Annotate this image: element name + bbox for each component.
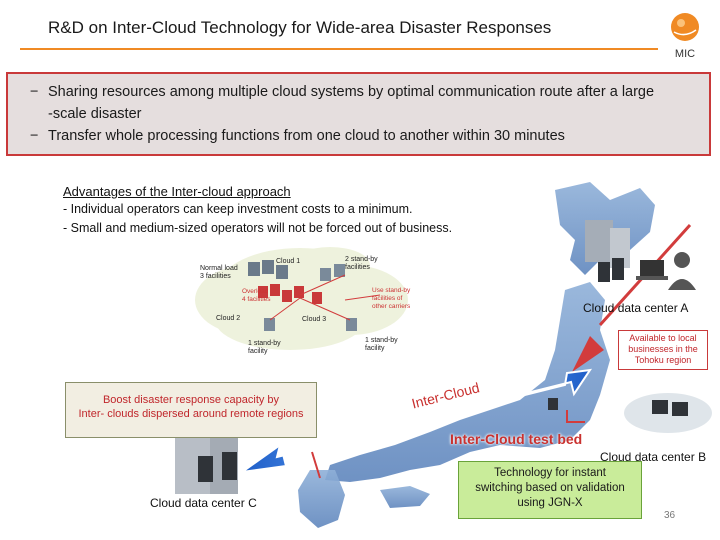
local-businesses-text: Available to local businesses in the Toh…	[618, 333, 708, 366]
tech-line3: using JGN-X	[517, 497, 583, 509]
honshu-shape	[325, 282, 610, 482]
title-underline-end	[648, 48, 658, 50]
page-title: R&D on Inter-Cloud Technology for Wide-a…	[48, 18, 552, 37]
summary-bullet-1-line2: -scale disaster	[48, 106, 142, 122]
diagram-servers	[248, 260, 357, 331]
cloud-1-label: Cloud 1	[276, 258, 301, 265]
red-line-b	[566, 410, 585, 423]
standby-left-label: 1 stand-by facility	[248, 340, 281, 356]
boost-line2: Inter- clouds dispersed around remote re…	[78, 408, 304, 420]
shikoku-shape	[380, 486, 430, 508]
standby-top-label: 2 stand-by facilities	[345, 256, 378, 272]
page-number: 36	[664, 510, 676, 521]
use-standby-label: Use stand-by facilities of other carrier…	[372, 287, 410, 311]
normal-load-line1: Normal load	[200, 265, 238, 272]
summary-bullet-2-text: Transfer whole processing functions from…	[48, 128, 565, 144]
local-line3: Tohoku region	[634, 355, 692, 365]
standby-right-label: 1 stand-by facility	[365, 337, 398, 353]
use-standby-line3: other carriers	[372, 303, 411, 310]
bullet-dash: −	[30, 84, 39, 100]
boost-line1: Boost disaster response capacity by	[102, 394, 280, 406]
summary-box	[6, 72, 711, 156]
normal-load-label: Normal load 3 facilities	[200, 265, 238, 281]
standby-top-line2: facilities	[345, 264, 370, 271]
local-line1: Available to local	[629, 333, 697, 343]
local-line2: businesses in the	[628, 344, 698, 354]
standby-left-line1: 1 stand-by	[248, 340, 281, 347]
advantages-title: Advantages of the Inter-cloud approach	[63, 184, 291, 199]
summary-bullet-2: − Transfer whole processing functions fr…	[30, 126, 565, 147]
kyushu-shape	[298, 470, 345, 528]
data-center-b-label: Cloud data center B	[600, 450, 707, 464]
standby-top-line1: 2 stand-by	[345, 256, 378, 263]
bullet-dash: −	[30, 128, 39, 144]
mic-logo: MIC	[671, 13, 699, 60]
boost-callout-text: Boost disaster response capacity by Inte…	[65, 393, 317, 421]
tech-line1: Technology for instant	[494, 467, 606, 479]
tech-line2: switching based on validation	[475, 482, 625, 494]
data-center-a-illustration	[585, 220, 696, 290]
cloud-2-label: Cloud 2	[216, 315, 241, 322]
local-businesses-box	[618, 330, 708, 370]
data-center-c-illustration	[175, 432, 238, 494]
overload-line1: Overload	[242, 288, 269, 295]
normal-load-line2: 3 facilities	[200, 273, 231, 280]
technology-text: Technology for instant switching based o…	[458, 466, 642, 511]
title-underline	[20, 48, 650, 50]
use-standby-line1: Use stand-by	[372, 287, 411, 294]
overload-label: Overload 4 facilities	[242, 288, 271, 304]
overload-line2: 4 facilities	[242, 296, 271, 303]
overload-arrows	[269, 274, 381, 321]
advantages-line-2: - Small and medium-sized operators will …	[63, 221, 453, 235]
cloud-3-label: Cloud 3	[302, 316, 327, 323]
intercloud-double-arrow	[241, 368, 593, 473]
data-center-a-label: Cloud data center A	[583, 301, 689, 315]
standby-left-line2: facility	[248, 348, 268, 355]
use-standby-line2: facilities of	[372, 295, 403, 302]
red-arrow-head	[572, 336, 604, 372]
summary-bullet-1-line1: Sharing resources among multiple cloud s…	[48, 84, 655, 100]
data-center-c-label: Cloud data center C	[150, 496, 257, 510]
summary-bullet-1: − Sharing resources among multiple cloud…	[30, 82, 655, 103]
boost-callout-box	[65, 382, 317, 438]
data-center-b-illustration	[624, 393, 712, 433]
standby-right-line2: facility	[365, 345, 385, 352]
advantages-line-1: - Individual operators can keep investme…	[63, 202, 413, 216]
red-line-c	[311, 451, 321, 479]
standby-right-line1: 1 stand-by	[365, 337, 398, 344]
testbed-label: Inter-Cloud test bed	[450, 431, 583, 447]
technology-box	[458, 461, 642, 519]
logo-text: MIC	[675, 48, 695, 60]
